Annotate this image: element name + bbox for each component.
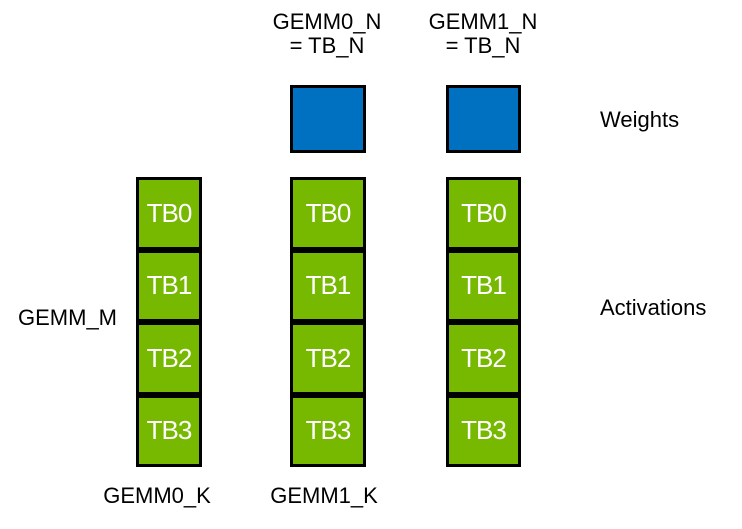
weights-label: Weights bbox=[600, 107, 680, 132]
gemm-m-label: GEMM_M bbox=[18, 305, 117, 330]
gemm1-n-label: GEMM1_N = TB_N bbox=[423, 10, 543, 58]
tb0-label: TB0 bbox=[146, 197, 193, 228]
tb1-label: TB1 bbox=[305, 270, 352, 301]
weights-block-gemm0 bbox=[290, 85, 366, 153]
gemm0-k-label: GEMM0_K bbox=[103, 483, 211, 508]
tb0-label: TB0 bbox=[305, 197, 352, 228]
tb3-block-col2: TB3 bbox=[446, 394, 521, 467]
tb2-label: TB2 bbox=[461, 342, 507, 373]
tb1-block-col2: TB1 bbox=[446, 249, 521, 322]
gemm1-n-label-line2: = TB_N bbox=[445, 33, 521, 58]
tb0-block-col0: TB0 bbox=[136, 177, 202, 250]
tb1-block-col0: TB1 bbox=[136, 249, 202, 322]
gemm0-n-label-line1: GEMM0_N bbox=[272, 9, 382, 34]
tb1-label: TB1 bbox=[146, 270, 193, 301]
tb2-block-col1: TB2 bbox=[290, 322, 366, 395]
tb0-label: TB0 bbox=[461, 197, 507, 228]
tb0-block-col2: TB0 bbox=[446, 177, 521, 250]
gemm0-n-label: GEMM0_N = TB_N bbox=[267, 10, 387, 58]
tb2-block-col2: TB2 bbox=[446, 322, 521, 395]
tb3-block-col1: TB3 bbox=[290, 394, 366, 467]
activations-column-0: TB0 TB1 TB2 TB3 bbox=[136, 177, 202, 467]
tb3-label: TB3 bbox=[461, 415, 507, 446]
tb1-block-col1: TB1 bbox=[290, 249, 366, 322]
weights-block-gemm1 bbox=[446, 85, 521, 153]
tb2-block-col0: TB2 bbox=[136, 322, 202, 395]
activations-column-1: TB0 TB1 TB2 TB3 bbox=[290, 177, 366, 467]
gemm0-n-label-line2: = TB_N bbox=[289, 33, 365, 58]
tb3-block-col0: TB3 bbox=[136, 394, 202, 467]
tb2-label: TB2 bbox=[305, 342, 352, 373]
tb0-block-col1: TB0 bbox=[290, 177, 366, 250]
gemm1-n-label-line1: GEMM1_N bbox=[428, 9, 538, 34]
tb2-label: TB2 bbox=[146, 342, 193, 373]
activations-column-2: TB0 TB1 TB2 TB3 bbox=[446, 177, 521, 467]
tb3-label: TB3 bbox=[305, 415, 352, 446]
tb3-label: TB3 bbox=[146, 415, 193, 446]
gemm1-k-label: GEMM1_K bbox=[270, 483, 378, 508]
activations-label: Activations bbox=[600, 295, 707, 320]
tb1-label: TB1 bbox=[461, 270, 507, 301]
